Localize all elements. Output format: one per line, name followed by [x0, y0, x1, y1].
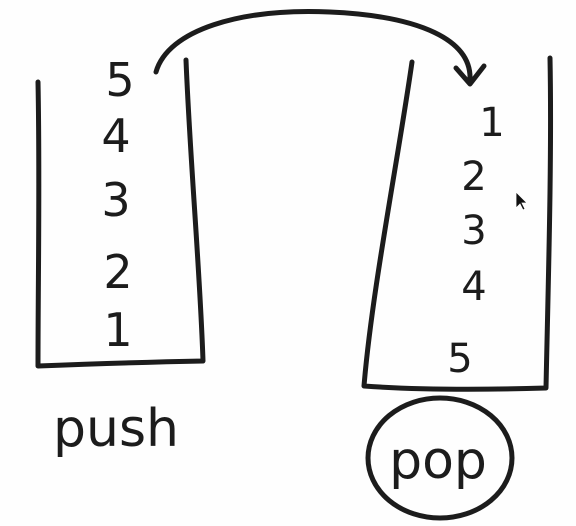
- mouse-cursor-icon: [515, 191, 528, 211]
- right-stack-item: 1: [479, 100, 504, 146]
- left-stack-item: 3: [101, 173, 130, 227]
- right-stack-item: 3: [461, 208, 486, 254]
- left-stack-item: 2: [103, 245, 132, 299]
- pop-label: pop: [389, 431, 487, 491]
- push-label: push: [53, 399, 179, 459]
- arrow-head-icon: [453, 63, 487, 87]
- left-stack-item: 5: [105, 53, 134, 107]
- right-stack-item: 4: [461, 264, 486, 310]
- right-stack-item: 5: [447, 336, 472, 382]
- left-stack-outline: [35, 57, 206, 369]
- right-stack-outline: [361, 55, 554, 392]
- pop-circle: [365, 395, 515, 521]
- curved-arrow-icon: [153, 9, 473, 83]
- right-stack-item: 2: [461, 154, 486, 200]
- left-stack-item: 4: [101, 109, 130, 163]
- left-stack-item: 1: [103, 303, 132, 357]
